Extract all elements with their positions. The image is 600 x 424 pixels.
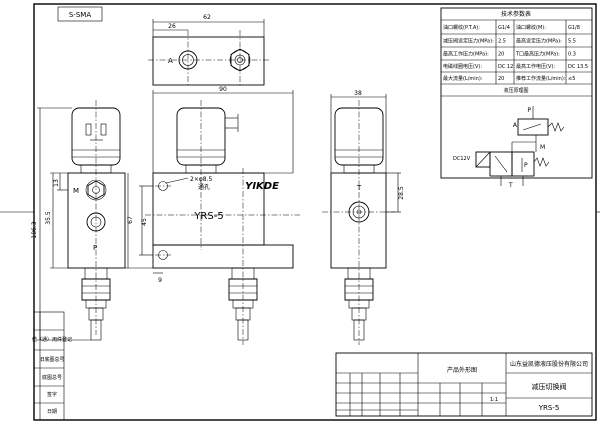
tech-cell-r2-c1: 20 (498, 52, 504, 58)
schematic-label-p: P (527, 107, 531, 114)
dim-9: 9 (158, 277, 162, 284)
revision-row-3: 签字 (47, 391, 57, 398)
part-number: YRS-5 (538, 404, 560, 412)
tech-cell-r1-c0: 减压阀设定压力(MPa): (443, 38, 494, 45)
schematic-title: 液压原理图 (503, 87, 528, 94)
tech-cell-r4-c0: 最大流量(L/min): (443, 75, 483, 82)
top-view: 62 26 A (148, 14, 270, 86)
hydraulic-schematic: A P M DC12V T P (453, 106, 565, 189)
company-name: 山东益凯德液压股份有限公司 (510, 360, 588, 368)
left-side-view: M P 186.3 35.5 13 (31, 100, 126, 341)
revision-block: 借（通）用件登记 旧底图总号 底图总号 签字 日期 (32, 311, 72, 421)
tech-cell-r0-c0: 油口螺纹(P.T.A): (443, 24, 480, 31)
product-figure-label: 产品外形图 (447, 366, 477, 374)
dim-26: 26 (168, 23, 176, 30)
dim-13: 13 (53, 179, 60, 187)
tech-cell-r4-c1: 20 (498, 76, 504, 82)
dim-90: 90 (219, 86, 227, 93)
hole-note-through: 通孔 (198, 183, 210, 191)
port-label-p: P (93, 244, 97, 252)
schematic-voltage: DC12V (453, 156, 471, 162)
tech-cell-r1-c1: 2.5 (498, 39, 506, 45)
scale-value: 1:1 (490, 397, 498, 403)
right-side-view: T 38 28.5 (322, 90, 405, 345)
hole-note-size: 2×φ8.5 (190, 176, 213, 183)
tech-cell-r1-c2: 最高设定压力(MPa): (516, 38, 562, 45)
revision-row-1: 旧底图总号 (39, 356, 64, 363)
dim-38: 38 (354, 90, 362, 97)
tech-cell-r3-c0: 电磁线圈电压(V): (443, 63, 482, 70)
revision-row-2: 底图总号 (42, 374, 62, 381)
tech-parameter-table: 技术参数表 油口螺纹(P.T.A): G1/4 油口螺纹(M): G1/8 减压阀设定压… (440, 7, 593, 179)
tech-cell-r3-c2: 最高工作电压(V): (516, 63, 555, 70)
port-label-a-top: A (168, 57, 173, 65)
stamp-text: S-SMA (69, 11, 91, 19)
schematic-label-m: M (540, 144, 545, 151)
tech-cell-r2-c3: 0.3 (568, 52, 576, 58)
tech-cell-r3-c1: DC 12 (498, 64, 513, 70)
tech-table-title: 技术参数表 (501, 10, 531, 18)
tech-cell-r4-c3: ≤5 (568, 76, 575, 82)
tech-cell-r0-c3: G1/8 (568, 25, 580, 31)
title-block: 产品外形图 山东益凯德液压股份有限公司 减压切换阀 YRS-5 1:1 (335, 352, 593, 417)
tech-cell-r4-c2: 推荐工作流量(L/min): (516, 75, 566, 82)
revision-row-4: 日期 (47, 409, 57, 415)
port-label-m: M (73, 187, 79, 195)
revision-row-0: 借（通）用件登记 (32, 336, 72, 343)
schematic-label-p2: P (524, 162, 528, 169)
dim-28-5: 28.5 (398, 186, 405, 200)
dim-186-3: 186.3 (31, 221, 38, 238)
schematic-label-a: A (513, 122, 518, 129)
tech-cell-r2-c0: 最高工作压力(MPa): (443, 51, 489, 58)
tech-cell-r3-c3: DC 13.5 (568, 64, 588, 70)
tech-cell-r1-c3: 5.5 (568, 39, 576, 45)
tech-cell-r0-c2: 油口螺纹(M): (516, 24, 546, 31)
dim-62: 62 (203, 14, 211, 21)
front-view: 2×φ8.5 通孔 YIKDE YRS-5 90 67 45 9 (125, 86, 300, 345)
drawing-code-stamp: S-SMA (57, 6, 103, 22)
dim-35-5: 35.5 (45, 211, 52, 225)
schematic-label-t: T (508, 182, 513, 189)
tech-cell-r2-c2: T口最高压力(MPa): (515, 51, 560, 58)
model-on-body: YRS-5 (193, 211, 223, 222)
part-name: 减压切换阀 (532, 382, 567, 391)
port-label-t: T (356, 184, 362, 192)
brand-logo: YIKDE (245, 181, 279, 192)
dim-45: 45 (141, 218, 148, 226)
tech-cell-r0-c1: G1/4 (498, 25, 510, 31)
dim-67: 67 (127, 216, 134, 224)
